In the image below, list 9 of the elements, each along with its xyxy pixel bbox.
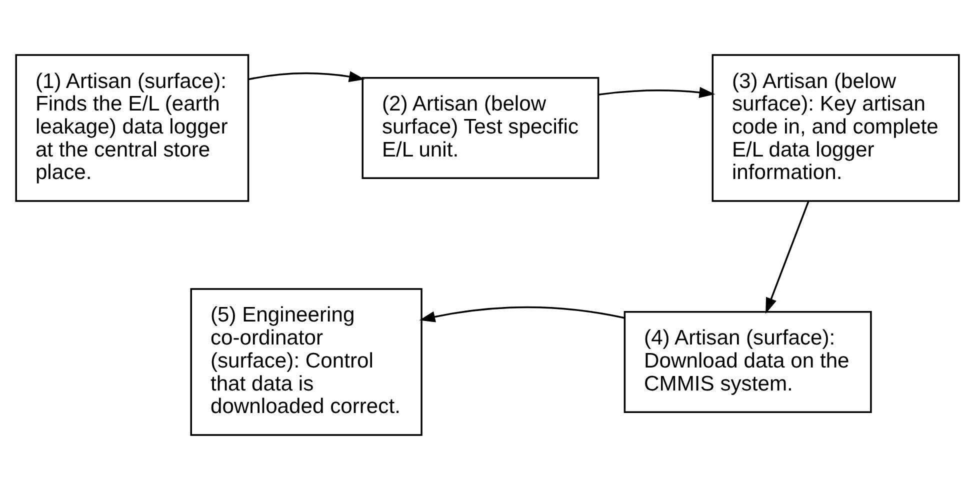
arrow bbox=[419, 306, 624, 322]
node-box: (4) Artisan (surface): Download data on the CMMIS system. bbox=[624, 310, 872, 413]
node-box: (2) Artisan (below surface) Test specific E/L unit. bbox=[362, 77, 600, 180]
arrow bbox=[598, 86, 716, 98]
node-box: (3) Artisan (below surface): Key artisan code in, and complete E/L data logger information. bbox=[712, 54, 960, 202]
node-box: (1) Artisan (surface): Finds the E/L (earth leakage) data logger at the central store place. bbox=[15, 54, 250, 202]
arrow bbox=[766, 201, 810, 314]
arrow bbox=[248, 71, 365, 82]
node-box: (5) Engineering co-ordinator (surface): Control that data is downloaded correct. bbox=[190, 288, 422, 436]
